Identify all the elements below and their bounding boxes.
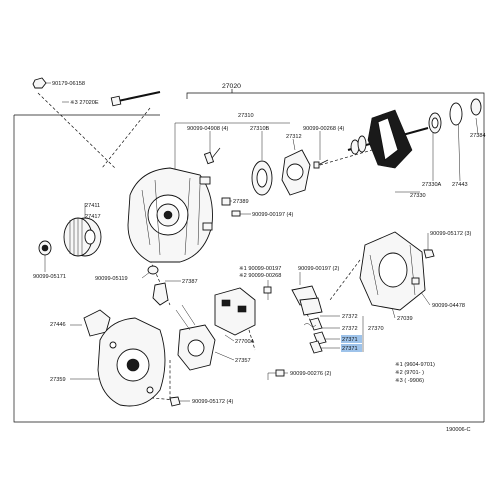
rectifier-end-frame-27359 <box>97 317 166 407</box>
bolt-27020e <box>110 91 161 107</box>
label-90099-00268-4: 90099-00268 (4) <box>303 126 345 132</box>
drive-end-frame <box>127 167 213 263</box>
label-27310b: 27310B <box>250 126 270 132</box>
label-27371-lower: 27371 <box>342 346 358 352</box>
bearing-27310b <box>251 160 273 196</box>
label-90099-00276-2: 90099-00276 (2) <box>290 371 332 377</box>
label-27357: 27357 <box>235 358 251 364</box>
ring-27443 <box>449 102 463 126</box>
screw-90099-00197 <box>231 210 241 217</box>
cap-27389 <box>221 197 231 206</box>
highlight-27371-lower <box>341 344 362 352</box>
screw-90099-00276 <box>275 369 285 377</box>
label-27020: 27020 <box>222 83 241 90</box>
screw-90099-00268 <box>313 159 329 169</box>
label-90179-06158: 90179-06158 <box>52 81 85 87</box>
label-27446: 27446 <box>50 322 66 328</box>
regulator-27700a <box>214 287 256 336</box>
screw-90099-04908 <box>203 147 221 165</box>
label-27020e: ※3 27020E <box>70 99 99 106</box>
label-27310: 27310 <box>238 113 254 119</box>
spacer-90099-05119 <box>147 265 159 275</box>
label-90099-05172-3: 90099-05172 (3) <box>430 231 472 237</box>
label-27443: 27443 <box>452 182 468 188</box>
screw-s1-s2 <box>263 286 272 294</box>
label-27371-upper: 27371 <box>342 337 358 343</box>
label-90099-00197-s1: ※1 90099-00197 <box>239 265 281 272</box>
bolt-90099-04478 <box>411 277 420 285</box>
diagram-code: 190006-C <box>446 427 471 433</box>
nut-90099-05172-4 <box>169 396 181 407</box>
nut-90099-05172-3 <box>423 249 435 259</box>
label-27039: 27039 <box>397 316 413 322</box>
label-27370: 27370 <box>368 326 384 332</box>
label-27372-upper: 27372 <box>342 314 358 320</box>
label-90099-05171: 90099-05171 <box>33 274 66 280</box>
insulator-27446 <box>83 309 111 337</box>
label-27417: 27417 <box>85 214 101 220</box>
label-27330: 27330 <box>410 193 426 199</box>
label-90099-00197-2: 90099-00197 (2) <box>298 266 340 272</box>
label-90099-05172-4: 90099-05172 (4) <box>192 399 234 405</box>
pulley-27411 <box>63 217 102 257</box>
nut-90179-06158 <box>32 77 47 89</box>
assembly-frame <box>13 89 485 423</box>
legend-row-3: ※3 ( -9906) <box>395 377 424 384</box>
label-90099-05119: 90099-05119 <box>95 276 128 282</box>
part-labels: 27020 90179-06158 ※3 27020E 27310 90099-… <box>33 81 486 433</box>
label-90099-04908: 90099-04908 (4) <box>187 126 229 132</box>
label-27312: 27312 <box>286 134 302 140</box>
retainer-27312 <box>281 149 311 196</box>
brush-holder-27357 <box>175 304 216 371</box>
highlight-27371-upper <box>341 335 362 343</box>
rotor-27330 <box>347 109 429 169</box>
label-27389: 27389 <box>233 199 249 205</box>
label-27372-lower: 27372 <box>342 326 358 332</box>
nut-90099-05171 <box>38 240 52 256</box>
cover-27384 <box>470 98 482 116</box>
label-27330a: 27330A <box>422 182 442 188</box>
label-90099-04478: 90099-04478 <box>432 303 465 309</box>
label-27700a: 27700A <box>235 339 255 345</box>
label-27384: 27384 <box>470 133 486 139</box>
label-90099-00197-4: 90099-00197 (4) <box>252 212 294 218</box>
terminal-27387 <box>152 282 169 306</box>
label-27359: 27359 <box>50 377 66 383</box>
legend-row-1: ※1 (9604-9701) <box>395 361 435 368</box>
legend-row-2: ※2 (9701- ) <box>395 369 424 376</box>
label-90099-00268-s2: ※2 90099-00268 <box>239 272 281 279</box>
brush-box-27372 <box>291 285 323 316</box>
label-27387: 27387 <box>182 279 198 285</box>
rear-cover-27039 <box>359 231 426 311</box>
bearing-27330a <box>428 112 442 134</box>
label-27411: 27411 <box>85 203 100 209</box>
brush-27371 <box>303 317 327 354</box>
